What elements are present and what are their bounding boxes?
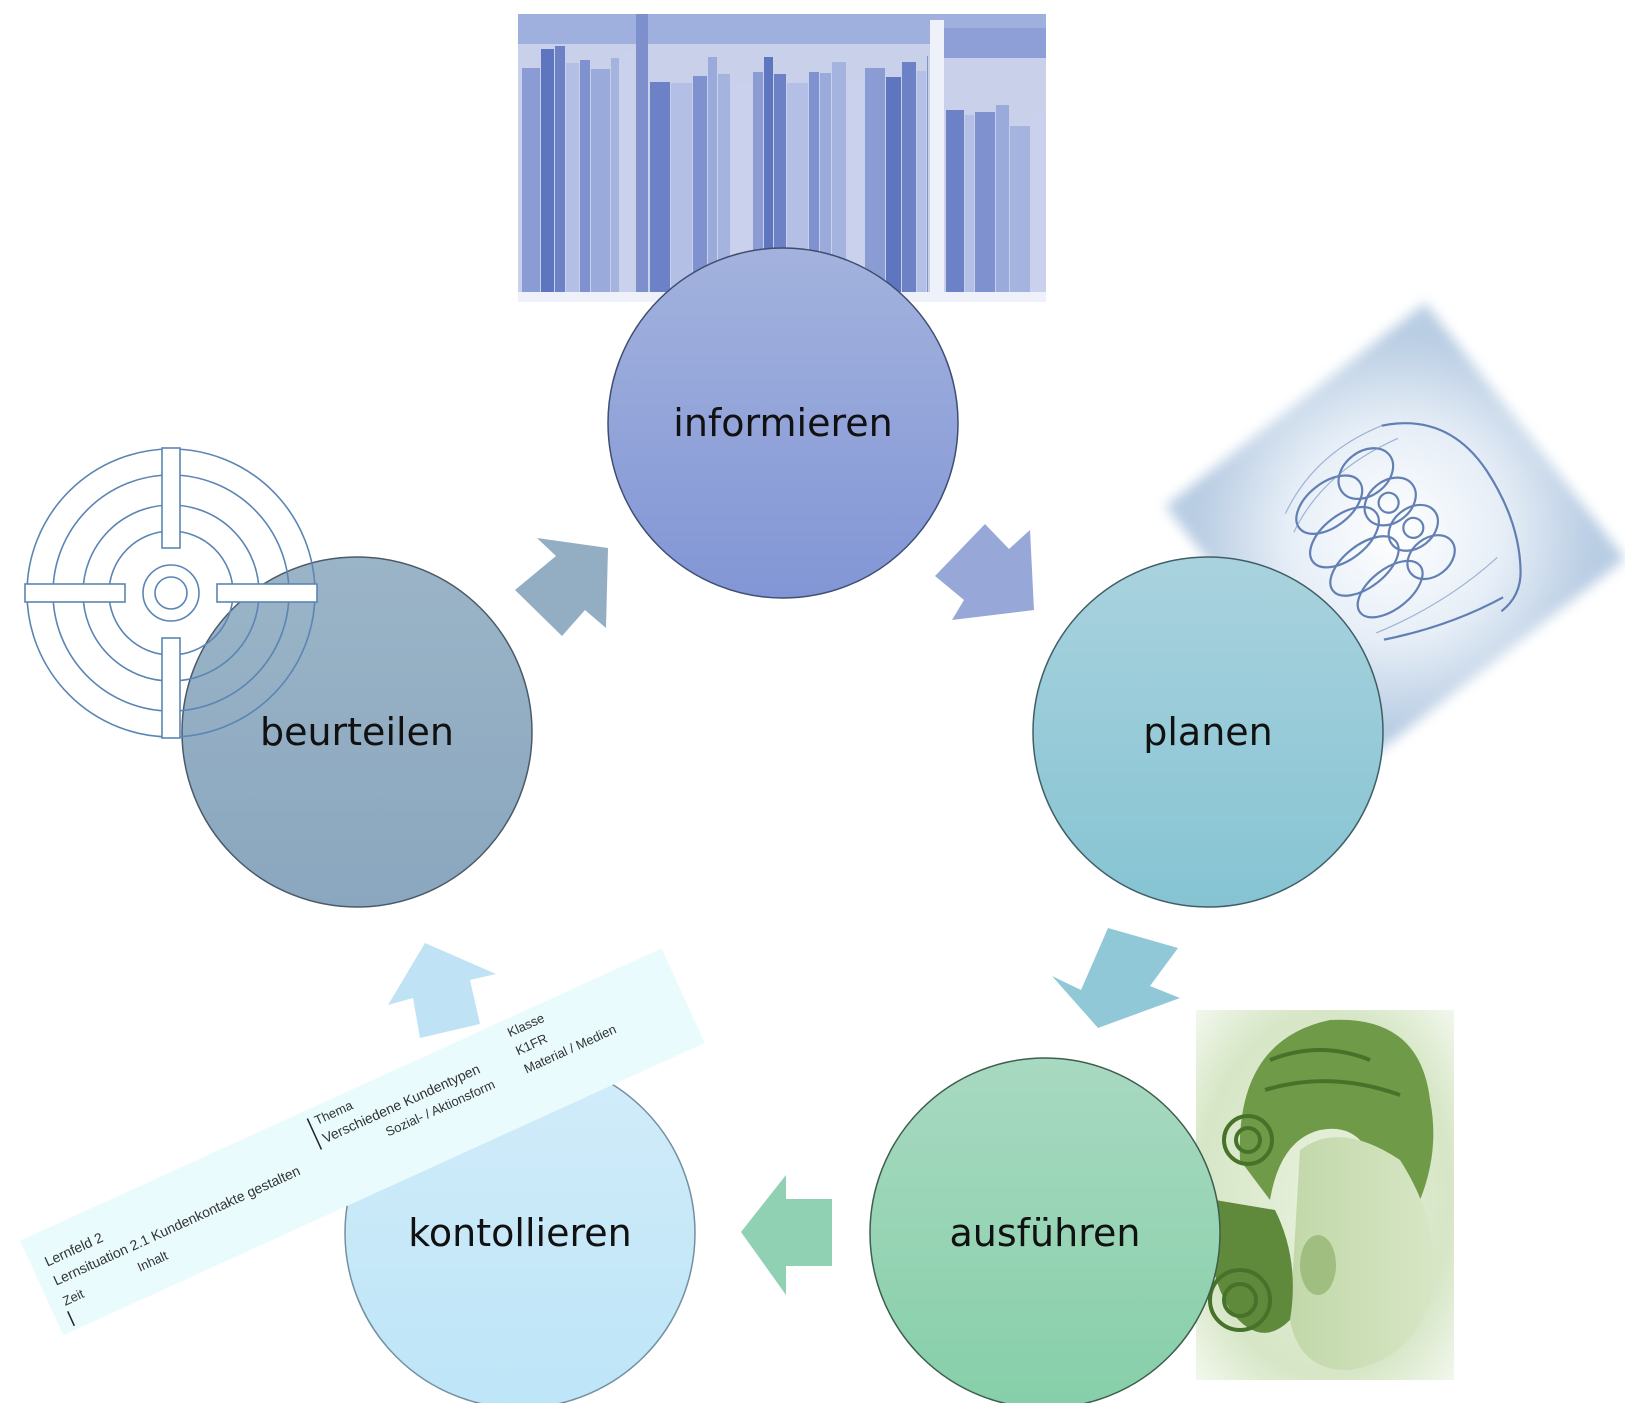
book-spine bbox=[832, 62, 846, 292]
book-spine bbox=[927, 56, 928, 292]
book-spine bbox=[847, 79, 864, 292]
arrow-informieren-planen bbox=[935, 524, 1034, 620]
book-spine bbox=[693, 76, 707, 292]
book-spines-left bbox=[522, 46, 634, 292]
book-spine bbox=[580, 60, 590, 292]
book-spine bbox=[566, 63, 579, 292]
book-spine bbox=[787, 83, 808, 292]
book-spine bbox=[865, 68, 885, 292]
book-spine bbox=[946, 110, 964, 292]
node-beurteilen-label: beurteilen bbox=[260, 710, 454, 754]
book-spine bbox=[611, 58, 619, 292]
book-spine bbox=[718, 74, 730, 292]
node-informieren-label: informieren bbox=[673, 401, 892, 445]
arrow-planen-ausfuehren bbox=[1052, 928, 1180, 1028]
arrow-ausfuehren-kontollieren bbox=[741, 1175, 832, 1295]
book-spine bbox=[975, 112, 995, 292]
node-informieren: informieren bbox=[607, 247, 959, 599]
node-planen: planen bbox=[1032, 556, 1384, 908]
node-ausfuehren-label: ausführen bbox=[950, 1211, 1141, 1255]
book-spine bbox=[996, 105, 1009, 292]
book-spines-middle bbox=[650, 56, 928, 292]
crosshair-target-icon bbox=[24, 447, 318, 739]
bookshelf-photo bbox=[518, 14, 1046, 302]
book-spine bbox=[522, 68, 540, 292]
book-spine bbox=[917, 71, 926, 292]
node-kontollieren-label: kontollieren bbox=[408, 1211, 631, 1255]
node-beurteilen bbox=[181, 556, 533, 908]
book-spine bbox=[591, 69, 610, 292]
book-spine bbox=[753, 72, 763, 292]
book-spine bbox=[671, 83, 692, 292]
book-spine bbox=[650, 82, 670, 292]
book-spine bbox=[902, 62, 916, 292]
book-spine bbox=[886, 77, 901, 292]
book-spine bbox=[774, 74, 786, 292]
book-spine bbox=[620, 51, 634, 292]
mannequin-head-photo bbox=[1196, 1010, 1454, 1380]
book-spine bbox=[541, 49, 554, 292]
node-planen-label: planen bbox=[1143, 710, 1273, 754]
book-spines-right bbox=[946, 105, 1044, 292]
book-spine bbox=[1031, 111, 1044, 292]
arrow-kontollieren-beurteilen bbox=[388, 943, 496, 1038]
arrow-beurteilen-informieren bbox=[515, 538, 608, 636]
book-spine bbox=[1010, 126, 1030, 292]
book-spine bbox=[965, 115, 974, 292]
book-spine bbox=[555, 46, 565, 292]
book-spine bbox=[764, 57, 773, 292]
book-spine bbox=[731, 83, 752, 292]
book-spine bbox=[708, 57, 717, 292]
book-spine bbox=[820, 73, 831, 292]
node-ausfuehren: ausführen bbox=[869, 1057, 1221, 1403]
book-spine bbox=[809, 72, 819, 292]
lesson-plan-document-strip: Lernfeld 2 Lernsituation 2.1 Kundenkonta… bbox=[20, 948, 705, 1336]
